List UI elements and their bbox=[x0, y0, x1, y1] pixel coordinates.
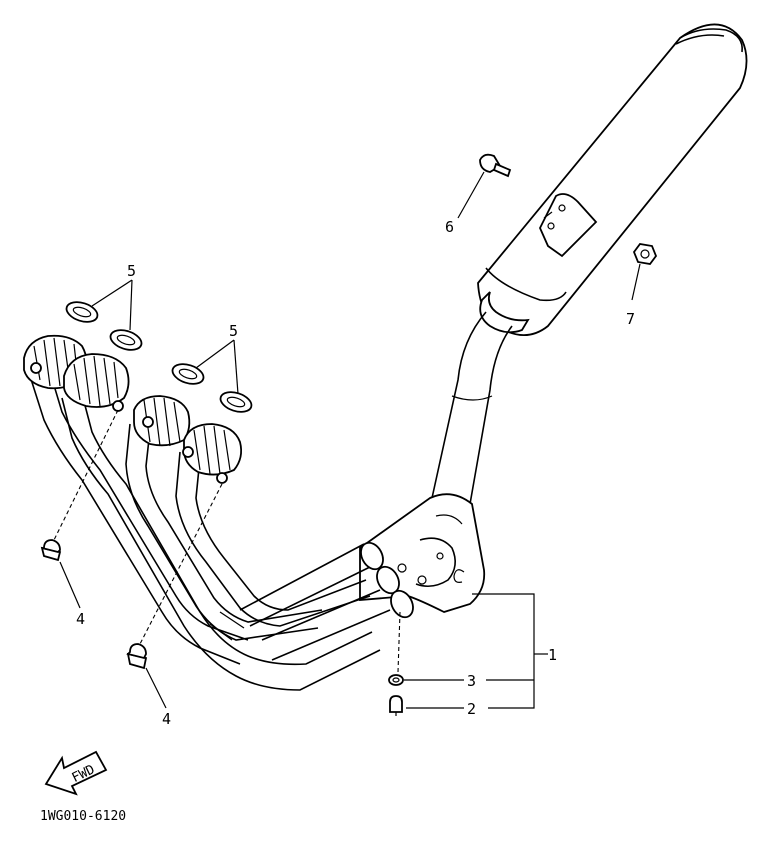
header-pipes bbox=[29, 371, 414, 691]
callout-6: 6 bbox=[445, 218, 454, 236]
leader-lines bbox=[53, 171, 641, 709]
callout-5-right: 5 bbox=[229, 322, 238, 340]
callout-3: 3 bbox=[467, 672, 476, 690]
connecting-pipe bbox=[431, 311, 513, 505]
header-flange-2 bbox=[63, 353, 130, 412]
flange-nut-upper bbox=[40, 539, 62, 562]
gasket-3 bbox=[171, 363, 205, 385]
callout-4-upper: 4 bbox=[76, 610, 85, 628]
callout-7: 7 bbox=[626, 310, 635, 328]
flange-nut-lower bbox=[126, 643, 148, 670]
muffler-bolt bbox=[479, 153, 512, 178]
collector-washer bbox=[388, 674, 404, 686]
gasket-1 bbox=[65, 301, 99, 323]
header-flange-4 bbox=[182, 423, 243, 484]
callout-4-lower: 4 bbox=[162, 710, 171, 728]
gasket-2 bbox=[109, 329, 143, 351]
fwd-arrow-icon: FWD bbox=[44, 750, 108, 796]
collector-bolt bbox=[389, 695, 403, 716]
muffler bbox=[477, 23, 748, 336]
callout-2: 2 bbox=[467, 700, 476, 718]
callout-5-left: 5 bbox=[127, 262, 136, 280]
diagram-code: 1WG010-6120 bbox=[40, 809, 126, 824]
callout-1: 1 bbox=[548, 646, 557, 664]
header-flange-3 bbox=[133, 395, 191, 447]
muffler-nut bbox=[632, 243, 658, 265]
gasket-4 bbox=[219, 391, 253, 413]
